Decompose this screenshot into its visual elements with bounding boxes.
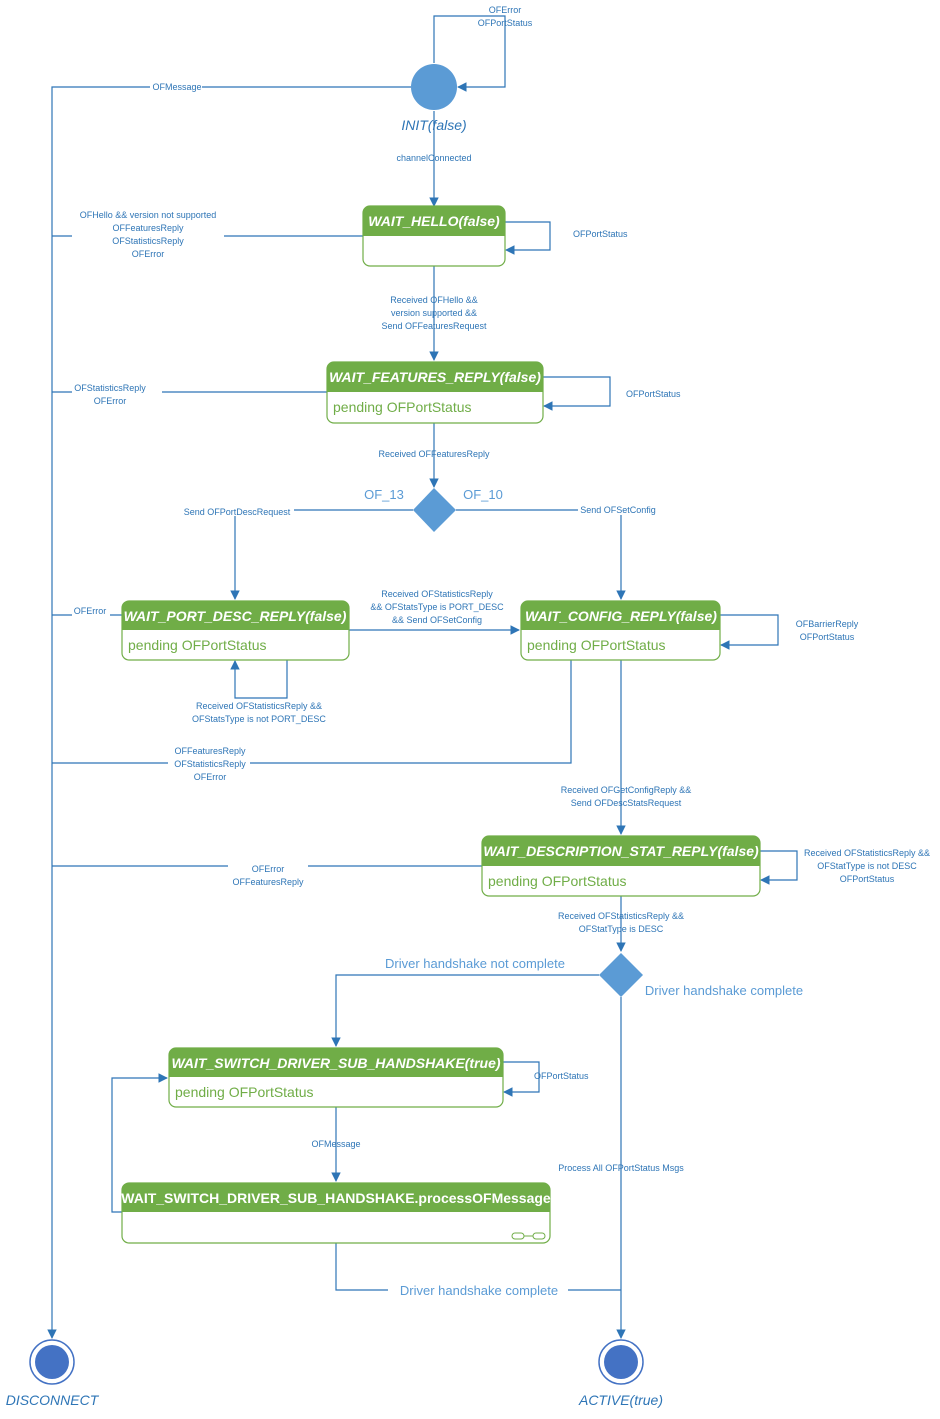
label-hello-next-2: version supported &&	[391, 308, 477, 318]
label-desc-disc-1: OFError	[252, 864, 285, 874]
label-desc-next-1: Received OFStatisticsReply &&	[558, 911, 684, 921]
label-feat-disc-2: OFError	[94, 396, 127, 406]
label-init-disconnect: OFMessage	[152, 82, 201, 92]
label-config-disc-3: OFError	[194, 772, 227, 782]
state-process-of-message: WAIT_SWITCH_DRIVER_SUB_HANDSHAKE.process…	[121, 1182, 551, 1244]
state-body: pending OFPortStatus	[175, 1084, 314, 1100]
state-wait-hello: WAIT_HELLO(false)	[362, 205, 506, 267]
decision-node-of-version	[413, 488, 456, 532]
label-hello-self: OFPortStatus	[573, 229, 628, 239]
label-hello-next-1: Received OFHello &&	[390, 295, 478, 305]
label-desc-disc-2: OFFeaturesReply	[232, 877, 304, 887]
decision-node-driver-handshake	[599, 953, 643, 997]
label-config-disc-2: OFStatisticsReply	[174, 759, 246, 769]
label-config-self-2: OFPortStatus	[800, 632, 855, 642]
label-driver-complete-2: Driver handshake complete	[400, 1283, 558, 1298]
label-desc-next-2: OFStatType is DESC	[579, 924, 664, 934]
initial-node	[411, 64, 457, 110]
label-config-next-2: Send OFDescStatsRequest	[571, 798, 682, 808]
label-config-self-1: OFBarrierReply	[796, 619, 859, 629]
label-feat-next: Received OFFeaturesReply	[378, 449, 490, 459]
label-portdesc-disc: OFError	[74, 606, 107, 616]
state-title: WAIT_DESCRIPTION_STAT_REPLY(false)	[483, 843, 759, 859]
label-portdesc-next-3: && Send OFSetConfig	[392, 615, 482, 625]
label-portdesc-next-2: && OFStatsType is PORT_DESC	[370, 602, 504, 612]
label-of-message: OFMessage	[311, 1139, 360, 1149]
label-init-self-2: OFPortStatus	[478, 18, 533, 28]
label-process-all: Process All OFPortStatus Msgs	[558, 1163, 684, 1173]
label-portdesc-next-1: Received OFStatisticsReply	[381, 589, 493, 599]
label-of10: OF_10	[463, 487, 503, 502]
label-desc-self-3: OFPortStatus	[840, 874, 895, 884]
label-hello-next-3: Send OFFeaturesRequest	[381, 321, 487, 331]
transition-wires	[47, 15, 798, 1339]
label-driver-not-complete: Driver handshake not complete	[385, 956, 565, 971]
label-config-next-1: Received OFGetConfigReply &&	[561, 785, 692, 795]
state-title: WAIT_PORT_DESC_REPLY(false)	[124, 608, 347, 624]
state-wait-description-stat-reply: WAIT_DESCRIPTION_STAT_REPLY(false) pendi…	[481, 835, 761, 897]
label-hello-disc-1: OFHello && version not supported	[80, 210, 217, 220]
state-body: pending OFPortStatus	[488, 873, 627, 889]
state-body: pending OFPortStatus	[527, 637, 666, 653]
state-title: WAIT_SWITCH_DRIVER_SUB_HANDSHAKE(true)	[171, 1055, 500, 1071]
state-title: WAIT_FEATURES_REPLY(false)	[329, 369, 541, 385]
label-channel-connected: channelConnected	[396, 153, 471, 163]
active-label: ACTIVE(true)	[578, 1392, 663, 1408]
label-init-self-1: OFError	[489, 5, 522, 15]
label-desc-self-2: OFStatType is not DESC	[817, 861, 917, 871]
state-wait-config-reply: WAIT_CONFIG_REPLY(false) pending OFPortS…	[520, 600, 721, 661]
state-wait-port-desc-reply: WAIT_PORT_DESC_REPLY(false) pending OFPo…	[121, 600, 350, 661]
state-wait-switch-driver-sub-handshake: WAIT_SWITCH_DRIVER_SUB_HANDSHAKE(true) p…	[168, 1047, 504, 1108]
state-title: WAIT_CONFIG_REPLY(false)	[525, 608, 717, 624]
state-title: WAIT_SWITCH_DRIVER_SUB_HANDSHAKE.process…	[121, 1190, 551, 1206]
label-feat-self: OFPortStatus	[626, 389, 681, 399]
label-of13: OF_13	[364, 487, 404, 502]
label-hello-disc-4: OFError	[132, 249, 165, 259]
label-driver-complete: Driver handshake complete	[645, 983, 803, 998]
label-desc-self-1: Received OFStatisticsReply &&	[804, 848, 930, 858]
label-hello-disc-3: OFStatisticsReply	[112, 236, 184, 246]
state-body: pending OFPortStatus	[333, 399, 472, 415]
composite-state-icon	[511, 1232, 546, 1240]
init-label: INIT(false)	[401, 117, 466, 133]
state-title: WAIT_HELLO(false)	[368, 213, 500, 229]
label-portdesc-self-2: OFStatsType is not PORT_DESC	[192, 714, 326, 724]
state-wait-features-reply: WAIT_FEATURES_REPLY(false) pending OFPor…	[326, 361, 544, 424]
final-node-disconnect	[29, 1339, 75, 1385]
label-sub-self: OFPortStatus	[534, 1071, 589, 1081]
label-send-port-desc: Send OFPortDescRequest	[184, 507, 291, 517]
final-node-active	[598, 1339, 644, 1385]
label-config-disc-1: OFFeaturesReply	[174, 746, 246, 756]
disconnect-label: DISCONNECT	[6, 1392, 100, 1408]
label-hello-disc-2: OFFeaturesReply	[112, 223, 184, 233]
state-body: pending OFPortStatus	[128, 637, 267, 653]
label-feat-disc-1: OFStatisticsReply	[74, 383, 146, 393]
transition-labels: OFError OFPortStatus OFMessage channelCo…	[72, 5, 930, 1298]
label-send-set-config: Send OFSetConfig	[580, 505, 656, 515]
label-portdesc-self-1: Received OFStatisticsReply &&	[196, 701, 322, 711]
